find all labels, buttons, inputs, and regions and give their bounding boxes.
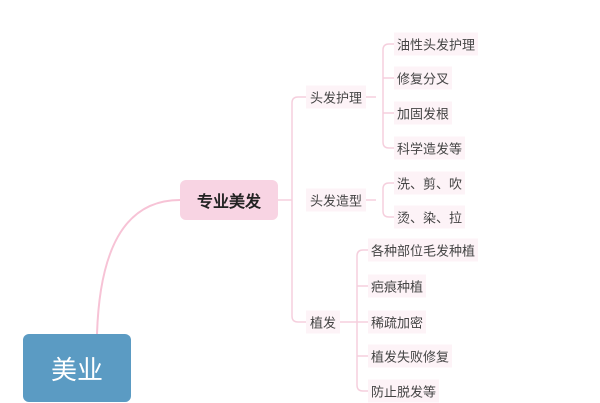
leaf-node[interactable]: 各种部位毛发种植: [368, 238, 479, 262]
leaf-node[interactable]: 稀疏加密: [368, 310, 427, 334]
leaf-node[interactable]: 植发失败修复: [368, 344, 453, 368]
leaf-node[interactable]: 加固发根: [394, 101, 453, 125]
main-topic-node[interactable]: 专业美发: [180, 180, 278, 220]
leaf-node[interactable]: 疤痕种植: [368, 274, 427, 298]
branch-hair-care[interactable]: 头发护理: [306, 85, 367, 109]
root-node[interactable]: 美业: [23, 334, 131, 402]
leaf-node[interactable]: 科学造发等: [394, 136, 466, 160]
leaf-node[interactable]: 防止脱发等: [368, 379, 440, 403]
leaf-node[interactable]: 烫、染、拉: [394, 205, 466, 229]
leaf-node[interactable]: 洗、剪、吹: [394, 171, 466, 195]
branch-hair-transplant[interactable]: 植发: [306, 310, 341, 334]
leaf-node[interactable]: 修复分叉: [394, 66, 453, 90]
branch-hair-styling[interactable]: 头发造型: [306, 188, 367, 212]
leaf-node[interactable]: 油性头发护理: [394, 32, 479, 56]
